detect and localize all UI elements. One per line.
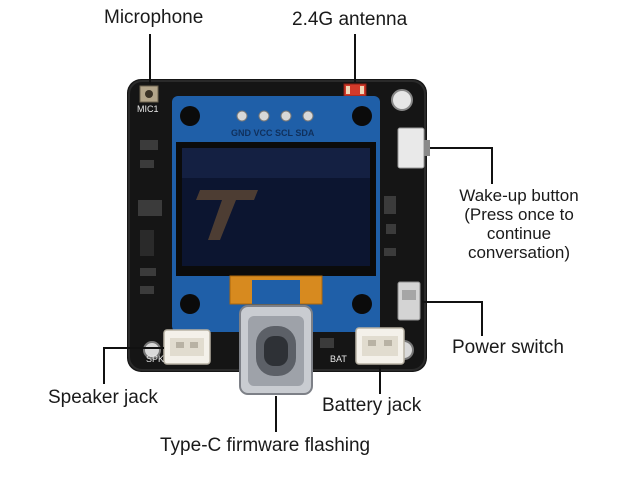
leader-power (422, 301, 483, 336)
oled-hole-bl (180, 294, 200, 314)
label-wakeup-button: Wake-up button (Press once to continue c… (436, 186, 602, 262)
label-wakeup-line3: continue (486, 224, 552, 244)
label-power-switch: Power switch (452, 337, 564, 358)
silk-bat: BAT (330, 354, 347, 364)
oled-hole-br (352, 294, 372, 314)
usb-c-port-icon (239, 305, 313, 395)
oled-screen-reflection (182, 148, 370, 178)
pin-labels: GND VCC SCL SDA (231, 128, 315, 138)
watermark-logo (196, 190, 258, 240)
leader-wakeup (430, 147, 493, 184)
smd-components (138, 140, 396, 348)
microphone-icon (139, 85, 159, 103)
speaker-connector (163, 329, 211, 365)
power-switch-component (397, 281, 421, 321)
silk-mic: MIC1 (137, 104, 159, 114)
mount-hole-bottom-left (143, 341, 161, 359)
antenna-chip-icon (343, 83, 367, 97)
flex-cable-cutout (252, 280, 300, 304)
label-wakeup-line1: Wake-up button (459, 186, 579, 205)
oled-hole-tr (352, 106, 372, 126)
label-speaker-jack: Speaker jack (48, 387, 158, 408)
leader-lines (103, 34, 493, 432)
mount-hole-top-right (391, 89, 413, 111)
label-wakeup-line2: (Press once to (464, 205, 574, 225)
label-wakeup-line4: conversation) (467, 243, 571, 263)
battery-connector (355, 327, 405, 365)
label-typec: Type-C firmware flashing (160, 435, 371, 456)
oled-hole-tl (180, 106, 200, 126)
label-antenna: 2.4G antenna (292, 9, 408, 30)
label-battery-jack: Battery jack (322, 395, 422, 416)
wakeup-button-component (397, 127, 430, 169)
label-microphone: Microphone (104, 7, 204, 28)
header-pins (236, 110, 314, 122)
leader-speaker (103, 347, 164, 384)
silk-spk: SPK (146, 354, 164, 364)
